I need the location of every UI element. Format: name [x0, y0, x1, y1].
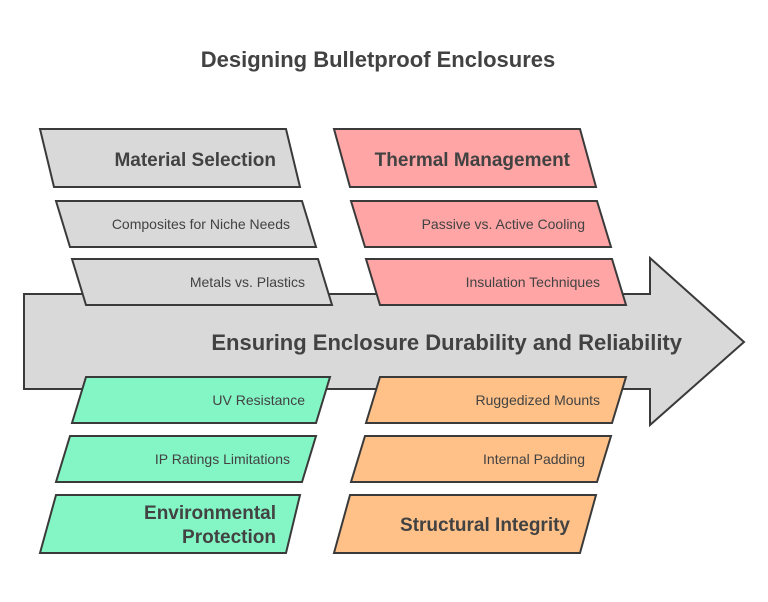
thermal-item-box	[364, 258, 628, 306]
structural-item-box	[349, 435, 613, 483]
thermal-item-box	[349, 200, 613, 248]
environmental-item-box	[70, 376, 332, 424]
thermal-management-box	[332, 128, 598, 188]
environmental-protection-label-line1: Environmental	[144, 503, 276, 524]
structural-integrity-box	[332, 494, 598, 554]
material-item-label: Metals vs. Plastics	[190, 274, 305, 290]
material-selection-box	[38, 128, 302, 188]
thermal-item-label: Insulation Techniques	[466, 274, 600, 290]
material-item-label: Composites for Niche Needs	[112, 216, 290, 232]
material-item-box	[70, 258, 334, 306]
structural-item-label: Internal Padding	[483, 451, 585, 467]
diagram-title: Designing Bulletproof Enclosures	[201, 47, 555, 72]
environmental-protection-label-line2: Protection	[182, 527, 276, 548]
structural-item-label: Ruggedized Mounts	[475, 392, 600, 408]
thermal-management-label: Thermal Management	[375, 150, 571, 171]
environmental-item-label: IP Ratings Limitations	[155, 451, 290, 467]
environmental-protection-box	[38, 494, 302, 554]
environmental-item-label: UV Resistance	[212, 392, 305, 408]
environmental-item-box	[54, 435, 318, 483]
material-selection-label: Material Selection	[114, 150, 276, 171]
structural-integrity-label: Structural Integrity	[400, 515, 570, 536]
structural-item-box	[364, 376, 628, 424]
thermal-item-label: Passive vs. Active Cooling	[422, 216, 585, 232]
material-item-box	[54, 200, 318, 248]
spine-label: Ensuring Enclosure Durability and Reliab…	[211, 330, 682, 355]
